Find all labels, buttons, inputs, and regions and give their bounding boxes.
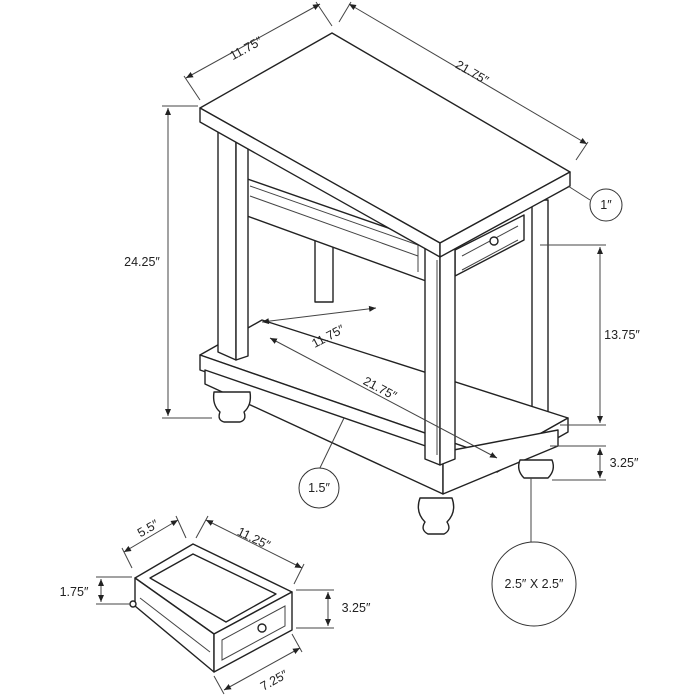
top-depth-label: 11.75″	[227, 34, 265, 63]
shelf-clearance-label: 13.75″	[604, 328, 640, 342]
foot-height-label: 3.25″	[610, 456, 639, 470]
drawer-detail	[129, 543, 293, 673]
front-right-leg	[424, 245, 441, 466]
drawer-front-width-label: 7.25″	[258, 667, 290, 693]
side-table	[199, 32, 571, 535]
height-label: 24.25″	[124, 255, 160, 269]
foot-back-right	[517, 459, 555, 479]
drawer-width-label: 11.25″	[235, 524, 273, 552]
drawer-depth-label: 5.5″	[135, 517, 161, 540]
foot-size-label: 2.5″ X 2.5″	[505, 577, 564, 591]
foot-size-bubble	[491, 541, 577, 627]
top-width-label: 21.75″	[453, 58, 491, 88]
top-thickness-bubble	[589, 188, 623, 222]
shelf-thickness-label: 1.5″	[308, 481, 330, 495]
front-left-leg	[217, 129, 237, 361]
foot-front-left	[212, 391, 252, 423]
drawer-knob-icon	[489, 236, 499, 246]
drawer-front-height-label: 3.25″	[342, 601, 371, 615]
table-top-side-edge	[439, 171, 571, 258]
foot-front-right	[417, 497, 455, 535]
drawer-detail-knob-icon	[257, 623, 267, 633]
top-thickness-label: 1″	[600, 198, 612, 212]
drawer-height-label: 1.75″	[60, 585, 89, 599]
back-right-leg	[531, 199, 549, 416]
shelf-thickness-bubble	[298, 467, 340, 509]
